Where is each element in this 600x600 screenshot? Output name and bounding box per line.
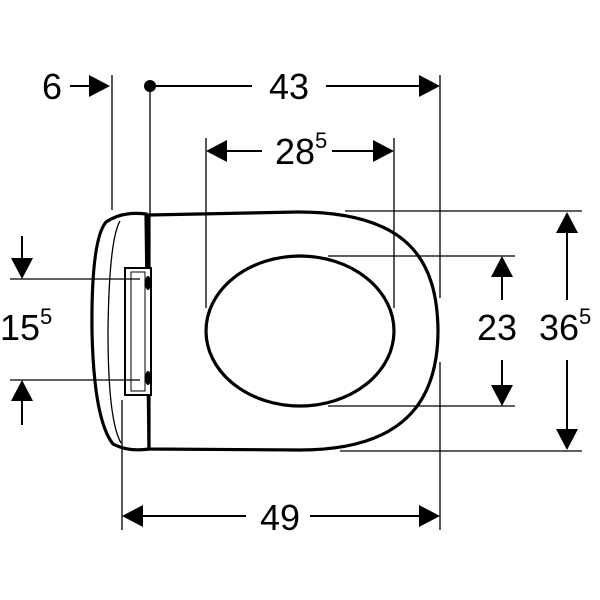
seat-opening [204, 254, 396, 408]
dimension-opening-width: 23 [477, 256, 517, 406]
seat-outline [90, 210, 440, 452]
hinge-knob-bottom [145, 371, 151, 385]
dimension-label: 49 [260, 497, 300, 538]
dimension-label: 6 [42, 66, 62, 107]
dimension-overall-depth: 43 [156, 66, 440, 107]
dimension-overall-width: 365 [539, 212, 591, 450]
dimension-opening-depth: 285 [206, 128, 394, 172]
reference-point [144, 80, 156, 92]
dimension-label: 365 [539, 304, 591, 348]
seat-cover-inner-edge [107, 220, 122, 444]
hinge-knob-top [145, 276, 151, 290]
dimension-hinge-spacing: 155 [0, 236, 52, 425]
dimension-seat-offset: 6 [42, 66, 110, 107]
dimension-label: 23 [477, 307, 517, 348]
dimension-label: 285 [275, 128, 327, 172]
dimension-total-length: 49 [122, 497, 440, 538]
dimension-label: 43 [269, 66, 309, 107]
dimension-label: 155 [0, 304, 52, 348]
extension-lines [10, 75, 582, 530]
hinge-plate-inner [130, 271, 146, 392]
